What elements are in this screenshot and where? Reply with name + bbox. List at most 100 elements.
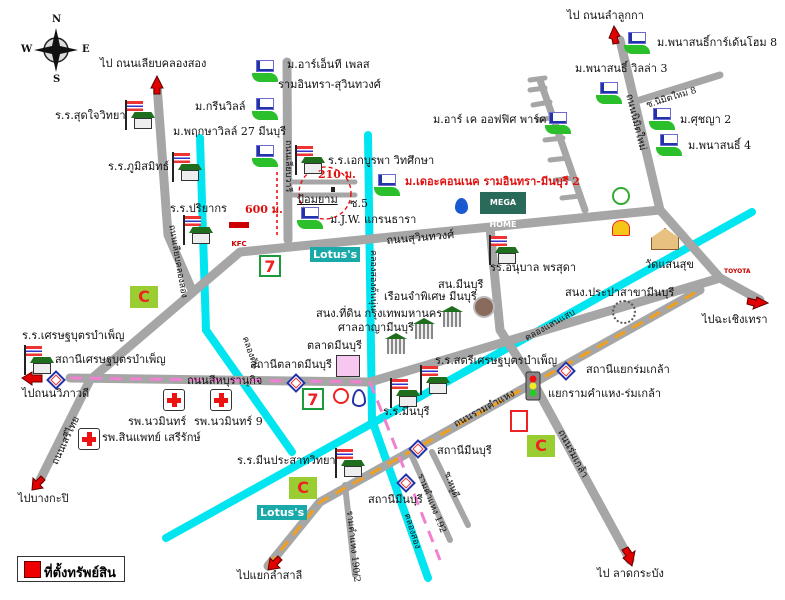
label-school: ร.ร.ปริยากร xyxy=(170,202,227,215)
label-station: สถานีแยกร่มเกล้า xyxy=(586,363,670,376)
label-to-chachoengsao: ไปฉะเชิงเทรา xyxy=(702,313,768,326)
label-station: สถานีตลาดมีนบุรี xyxy=(250,358,332,371)
label-hospital: รพ.นวมินทร์ xyxy=(128,415,187,428)
label-to-bangkapi: ไปบางกะปิ xyxy=(18,492,69,505)
label-prison: เรือนจำพิเศษ มีนบุรี xyxy=(384,290,477,303)
school-icon xyxy=(172,152,204,182)
bigc-logo: C xyxy=(527,435,555,457)
label-hospital: รพ.นวมินทร์ 9 xyxy=(194,415,263,428)
label-village: ม.พนาสนธิ์การ์เด้นโฮม 8 xyxy=(657,36,778,49)
hospital-icon xyxy=(210,389,232,411)
legend: ที่ตั้งทรัพย์สิน xyxy=(17,556,125,582)
label-distance-600: 600 ม. xyxy=(245,203,283,216)
road-soi-center xyxy=(282,57,293,245)
label-village: ม.อาร์เอ็นที เพลส xyxy=(287,58,370,71)
pink-line xyxy=(69,376,442,561)
label-property-village: ม.เดอะคอนเนค รามอินทรา-มีนบุรี 2 xyxy=(405,175,580,188)
label-to-lam-luk-ka: ไป ถนนลำลูกกา xyxy=(567,9,644,22)
label-village: ม.อาร์ เค ออฟฟิศ พาร์ค xyxy=(433,113,547,126)
government-building-icon xyxy=(413,318,435,340)
village-icon xyxy=(594,80,624,104)
label-village: รามอินทรา-สุวินทวงศ์ xyxy=(278,78,381,91)
seven-eleven-logo: 7 xyxy=(259,255,281,277)
label-temple: วัดแสนสุข xyxy=(645,258,694,271)
label-school: ร.ร.สุดใจวิทยา xyxy=(55,109,126,122)
thaiwatsadu-icon xyxy=(510,410,528,432)
label-school: ร.ร.สตรีเศรษฐบุตรบำเพ็ญ xyxy=(435,354,558,367)
shell-icon xyxy=(612,220,630,236)
arrow-southwest xyxy=(31,475,46,491)
legend-label: ที่ตั้งทรัพย์สิน xyxy=(44,566,116,581)
station-icon xyxy=(405,442,431,454)
label-village: ม.พนาสนธิ์ วิลล่า 3 xyxy=(575,62,668,75)
road-romklao xyxy=(485,223,635,565)
toyota-logo: TOYOTA xyxy=(724,268,751,275)
label-court: ศาลอาญามีนบุรี xyxy=(338,321,414,334)
village-icon xyxy=(250,58,280,82)
megahome-logo: MEGA HOME xyxy=(480,192,526,229)
ptt-icon xyxy=(455,198,468,214)
compass-rose xyxy=(34,28,78,72)
road-soi-190-2 xyxy=(342,482,358,578)
radius-circle xyxy=(298,166,352,220)
label-station: สถานีมีนบุรี xyxy=(368,493,423,506)
village-icon xyxy=(622,30,652,54)
label-village: ม.J.W. แกรนธารา xyxy=(330,213,417,226)
label-road-sihaburanukit: ถนนสีหบุรานุกิจ xyxy=(187,374,263,387)
label-school: ร.ร.เอกบูรพา วิทศึกษา xyxy=(328,154,435,167)
label-soi-5: ซ.5 xyxy=(350,197,368,210)
label-land-office: สนง.ที่ดิน กรุงเทพมหานคร xyxy=(316,307,443,320)
arrow-south-left xyxy=(267,555,283,571)
label-police: สน.มีนบุรี xyxy=(438,278,484,291)
road-comb xyxy=(536,76,589,214)
label-school: ร.ร.เศรษฐบุตรบำเพ็ญ xyxy=(22,329,125,342)
lotus-logo: Lotus's xyxy=(257,505,308,520)
school-icon xyxy=(125,100,157,130)
road-soi-nudee xyxy=(429,449,471,528)
government-building-icon xyxy=(441,306,463,328)
label-station: สถานีเศรษฐบุตรบำเพ็ญ xyxy=(55,353,166,366)
government-building-icon xyxy=(385,333,407,355)
label-market: ตลาดมีนบุรี xyxy=(307,339,362,352)
road-soi-192 xyxy=(407,449,453,543)
scb-bank-icon xyxy=(352,389,366,407)
label-village: ม.กรีนวิลล์ xyxy=(195,100,246,113)
compass-e: E xyxy=(82,44,90,55)
school-icon xyxy=(390,378,422,408)
bigc-logo: C xyxy=(130,286,158,308)
comb-teeth xyxy=(527,75,583,201)
canal-left xyxy=(196,134,296,456)
compass-n: N xyxy=(52,14,62,25)
compass-s: S xyxy=(53,74,61,85)
label-village: ม.พนาสนธิ์ 4 xyxy=(688,139,752,152)
road-left-vertical xyxy=(152,80,197,295)
label-hospital: รพ.สินแพทย์ เสรีรักษ์ xyxy=(102,431,201,444)
road-suwinthawong xyxy=(35,205,765,485)
label-school: ร.ร.ภูมิสมิทธ์ xyxy=(108,160,170,173)
road-soi-nimitmai-8 xyxy=(636,71,724,104)
label-guardhouse: ป้อมยาม xyxy=(297,193,338,206)
label-to-liap-khlong-song: ไป ถนนเลียบคลองสอง xyxy=(100,57,207,70)
pt-station-icon xyxy=(612,187,630,205)
arrow-west xyxy=(21,371,43,386)
school-icon xyxy=(335,448,367,478)
village-icon xyxy=(543,110,573,134)
label-road: ถนนเลียบวารี xyxy=(283,140,293,193)
road-ramkhamhaeng xyxy=(263,285,705,571)
orange-line xyxy=(266,288,701,567)
school-icon xyxy=(24,345,56,375)
kasikorn-bank-icon xyxy=(333,388,349,404)
waterworks-seal-icon xyxy=(612,300,636,324)
arrow-south-right xyxy=(621,546,636,567)
label-station: สถานีมีนบุรี xyxy=(437,444,492,457)
hospital-icon xyxy=(163,389,185,411)
label-canal: คลองสองต้นนุ่น xyxy=(368,250,378,311)
school-icon xyxy=(489,235,521,265)
station-icon xyxy=(283,376,309,388)
label-school: ร.ร.มีนบุรี xyxy=(383,405,430,418)
village-icon xyxy=(654,132,684,156)
label-waterworks: สนง.ประปาสาขามีนบุรี xyxy=(565,286,675,299)
temple-icon xyxy=(651,228,679,250)
